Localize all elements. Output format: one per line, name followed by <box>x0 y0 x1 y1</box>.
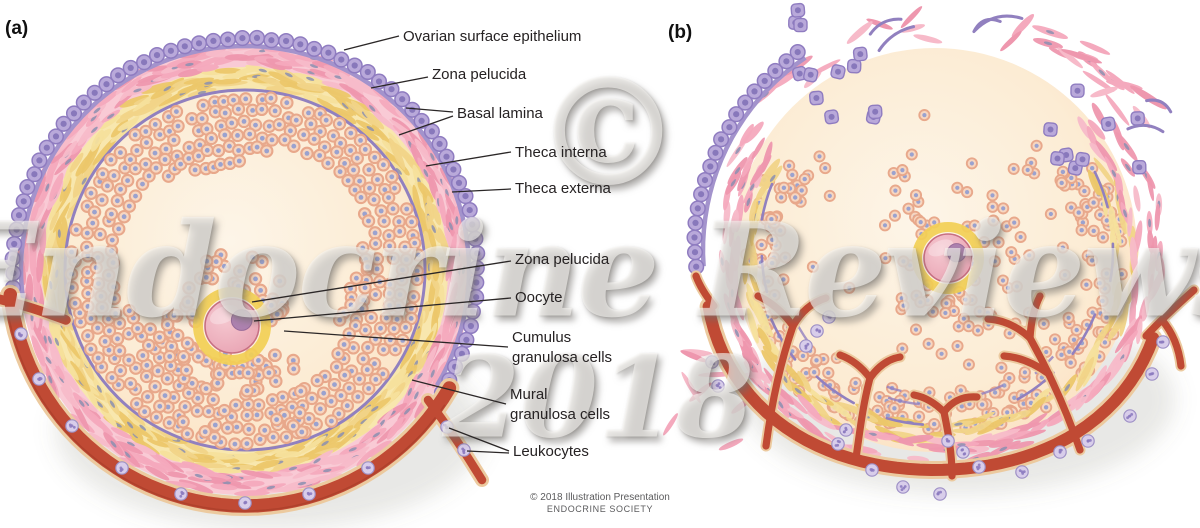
leukocyte-cell <box>440 420 454 434</box>
leukocyte-cell <box>865 463 879 477</box>
leukocyte-cell <box>361 461 375 475</box>
leukocyte-cell <box>831 437 845 451</box>
caption-line-1: © 2018 Illustration Presentation <box>530 492 670 503</box>
leader-line-ovarian-surface-epithelium <box>343 35 400 51</box>
leukocyte-cell <box>238 496 252 510</box>
leukocyte-cell <box>896 480 910 494</box>
leukocyte-cell <box>457 443 471 457</box>
leukocyte-cell <box>32 372 46 386</box>
leukocyte-cell <box>1053 445 1067 459</box>
leader-line-basal-lamina <box>398 115 454 136</box>
leukocyte-cell <box>956 445 970 459</box>
leukocyte-cell <box>799 339 813 353</box>
figure-caption: © 2018 Illustration Presentation ENDOCRI… <box>0 492 1200 514</box>
oocyte <box>193 287 271 365</box>
leader-line-leukocytes <box>448 427 510 452</box>
leukocyte-cell <box>14 327 28 341</box>
leader-line-oocyte <box>253 297 512 322</box>
leukocyte-cell <box>115 461 129 475</box>
leader-line-theca-interna <box>425 151 512 167</box>
panel-a-tag: (a) <box>5 18 29 39</box>
surface-epithelium <box>686 44 807 275</box>
leukocyte-cell <box>941 434 955 448</box>
leader-line-mural-granulosa-cells <box>411 379 507 405</box>
follicle-b <box>663 2 1200 501</box>
leukocyte-cell <box>711 379 725 393</box>
leukocyte-cell <box>1156 335 1170 349</box>
blood-vessel-b <box>690 270 1200 482</box>
leukocyte-cell <box>705 355 719 369</box>
leader-line-zona-pelucida-inner <box>251 260 512 303</box>
shed-epithelium-cells <box>788 2 1147 176</box>
leader-line-basal-lamina <box>405 107 454 113</box>
leukocyte-cell <box>1015 465 1029 479</box>
leukocyte-cell <box>1123 409 1137 423</box>
leukocyte-cell <box>302 487 316 501</box>
leukocyte-cell <box>839 423 853 437</box>
leukocyte-cell <box>1145 367 1159 381</box>
oocyte <box>912 222 984 294</box>
leukocyte-cell <box>972 460 986 474</box>
panel-b-tag: (b) <box>668 22 693 43</box>
leukocyte-cell <box>822 310 836 324</box>
blood-vessel-a <box>0 284 489 517</box>
caption-line-2: ENDOCRINE SOCIETY <box>546 504 654 514</box>
leukocyte-cell <box>65 419 79 433</box>
leukocyte-cell <box>810 324 824 338</box>
surface-epithelium <box>4 29 486 401</box>
leukocyte-cell <box>1081 434 1095 448</box>
leader-line-leukocytes <box>466 450 510 454</box>
leader-line-cumulus-granulosa-cells <box>283 330 509 348</box>
leukocyte-cell <box>174 487 188 501</box>
leader-line-zona-pelucida-outer <box>370 76 429 89</box>
leader-line-theca-externa <box>451 188 512 193</box>
leukocyte-cell <box>933 487 947 501</box>
follicle-a <box>0 29 489 528</box>
